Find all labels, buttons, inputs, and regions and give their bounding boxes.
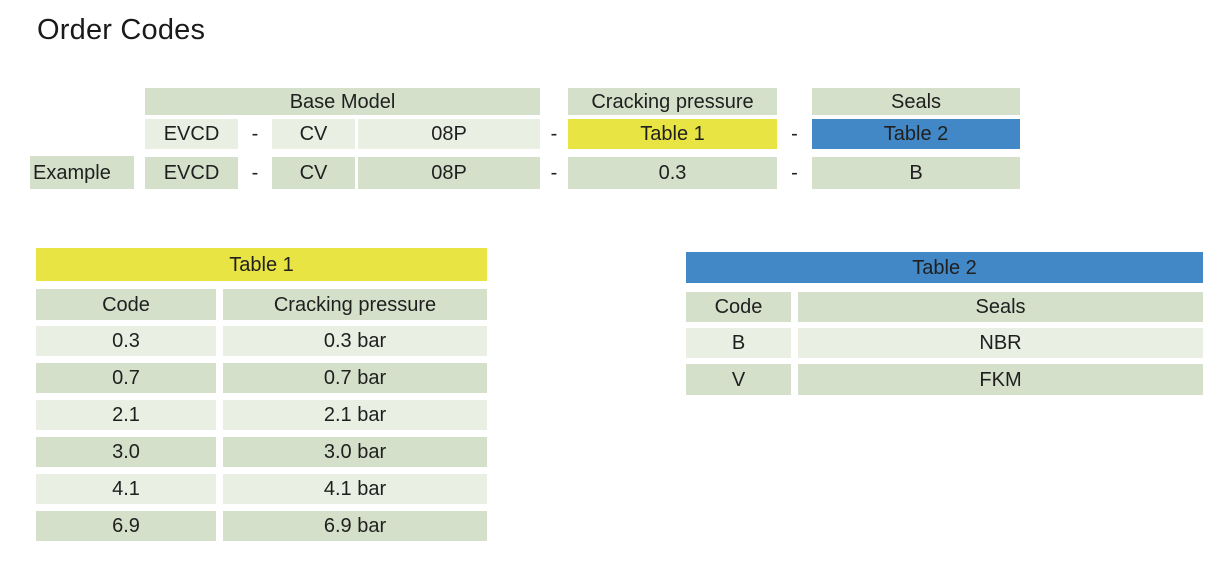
table2-cell-seal: FKM bbox=[798, 364, 1203, 395]
table1-cell-code: 0.7 bbox=[36, 363, 216, 393]
code-row-table1-ref-cell: Table 1 bbox=[568, 119, 777, 149]
example-row-separator-3: - bbox=[791, 162, 798, 184]
code-row-table2-ref-cell: Table 2 bbox=[812, 119, 1020, 149]
table1-cell-code: 6.9 bbox=[36, 511, 216, 541]
example-row-type-cell: CV bbox=[272, 157, 355, 189]
example-row-label: Example bbox=[30, 156, 134, 189]
page-title: Order Codes bbox=[37, 14, 206, 46]
table2-cell-code: V bbox=[686, 364, 791, 395]
example-row-seals-cell: B bbox=[812, 157, 1020, 189]
table2-title: Table 2 bbox=[686, 252, 1203, 283]
example-row-family-cell: EVCD bbox=[145, 157, 238, 189]
table2-cell-seal: NBR bbox=[798, 328, 1203, 358]
code-row-type-cell: CV bbox=[272, 119, 355, 149]
table1-column-header-code: Code bbox=[36, 289, 216, 320]
code-row-size-cell: 08P bbox=[358, 119, 540, 149]
table2-column-header-code: Code bbox=[686, 292, 791, 322]
base-model-group-header: Base Model bbox=[145, 88, 540, 115]
table1-cell-code: 4.1 bbox=[36, 474, 216, 504]
seals-group-header: Seals bbox=[812, 88, 1020, 115]
code-row-separator-1: - bbox=[251, 123, 259, 145]
table1-cell-code: 2.1 bbox=[36, 400, 216, 430]
table1-cell-pressure: 2.1 bar bbox=[223, 400, 487, 430]
table2-cell-code: B bbox=[686, 328, 791, 358]
example-row-separator-2: - bbox=[550, 162, 558, 184]
code-row-separator-3: - bbox=[791, 123, 798, 145]
table1-cell-pressure: 3.0 bar bbox=[223, 437, 487, 467]
table2-column-header-seals: Seals bbox=[798, 292, 1203, 322]
code-row-family-cell: EVCD bbox=[145, 119, 238, 149]
table1-cell-code: 0.3 bbox=[36, 326, 216, 356]
example-row-cracking-pressure-cell: 0.3 bbox=[568, 157, 777, 189]
table1-cell-pressure: 0.7 bar bbox=[223, 363, 487, 393]
table1-cell-pressure: 6.9 bar bbox=[223, 511, 487, 541]
table1-title: Table 1 bbox=[36, 248, 487, 281]
example-row-separator-1: - bbox=[251, 162, 259, 184]
cracking-pressure-group-header: Cracking pressure bbox=[568, 88, 777, 115]
example-row-size-cell: 08P bbox=[358, 157, 540, 189]
table1-cell-pressure: 0.3 bar bbox=[223, 326, 487, 356]
code-row-separator-2: - bbox=[550, 123, 558, 145]
table1-cell-code: 3.0 bbox=[36, 437, 216, 467]
table1-cell-pressure: 4.1 bar bbox=[223, 474, 487, 504]
table1-column-header-cracking-pressure: Cracking pressure bbox=[223, 289, 487, 320]
